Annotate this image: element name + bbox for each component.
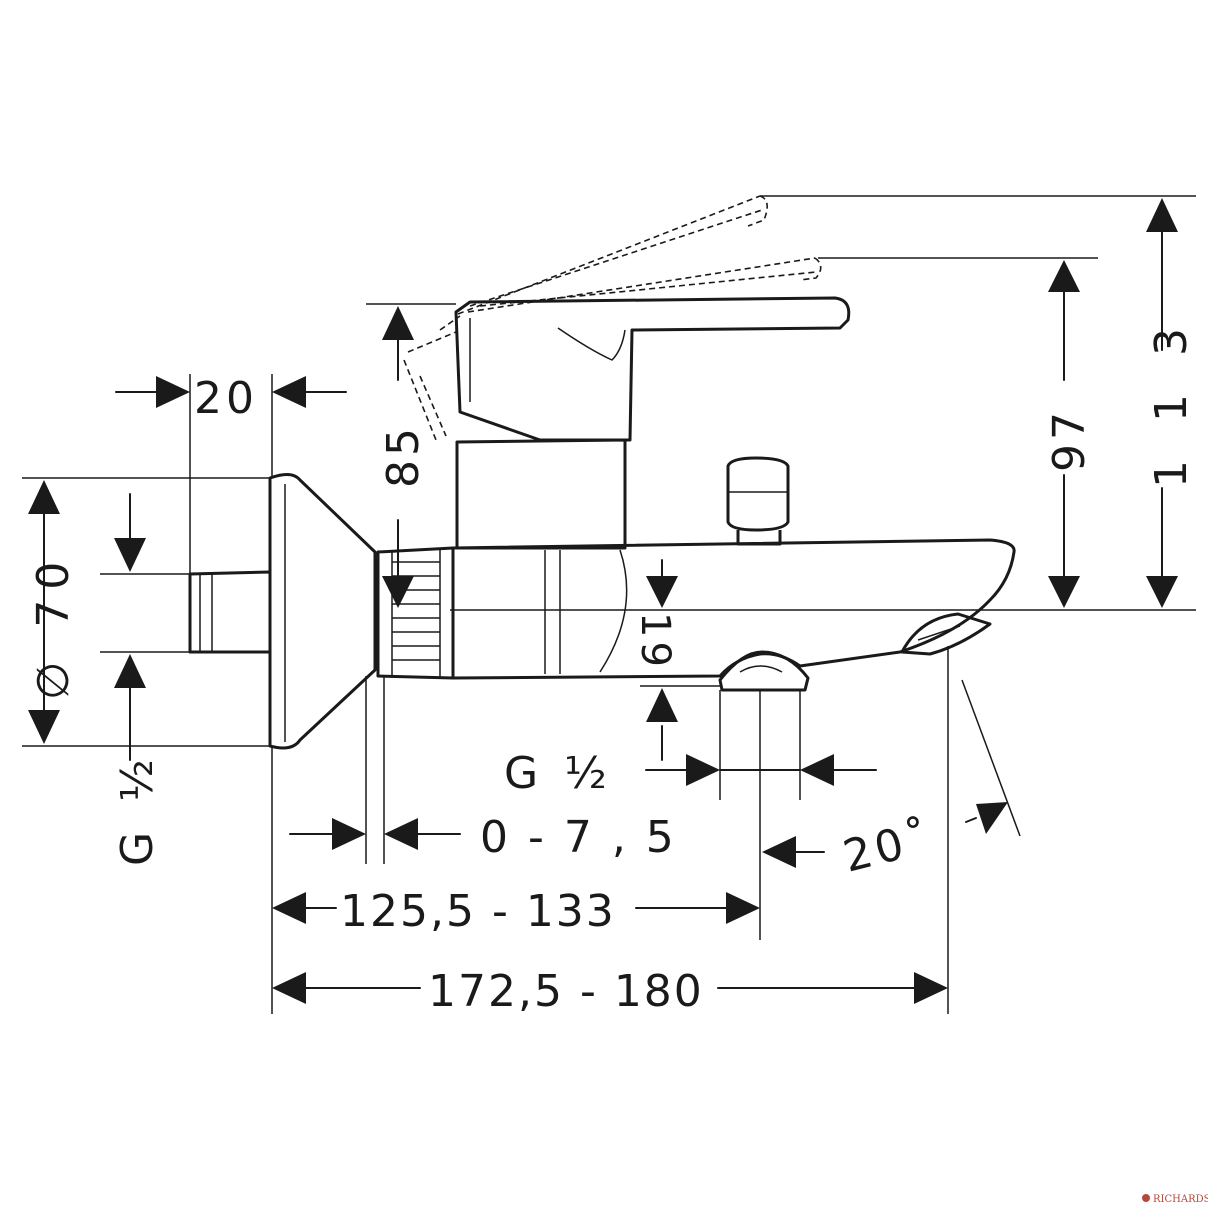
dim-85: 85 <box>378 424 429 488</box>
dimension-arrows <box>28 198 1178 1004</box>
dimension-lines <box>22 195 1196 1014</box>
dimension-labels: 20 85 97 1 1 3 ∅ 70 19 G ½ G ½ 0 - 7 , 5… <box>28 316 1197 1017</box>
logo-text: RICHARDSON <box>1153 1194 1208 1205</box>
dim-range-125-133: 125,5 - 133 <box>340 886 616 937</box>
dim-97: 97 <box>1044 408 1095 472</box>
richardson-logo: RICHARDSON <box>1142 1194 1208 1205</box>
dim-diameter-70: ∅ 70 <box>28 552 79 700</box>
dim-20: 20 <box>194 373 258 424</box>
lever-positions-dashed <box>403 195 822 441</box>
dim-113: 1 1 3 <box>1146 316 1197 488</box>
dim-g-half-right: G ½ <box>504 748 613 799</box>
dim-range-0-75: 0 - 7 , 5 <box>480 812 677 863</box>
dim-angle-20: 20˚ <box>838 811 938 882</box>
dim-19: 19 <box>632 612 678 671</box>
faucet-outline <box>188 296 1016 750</box>
dim-range-1725-180: 172,5 - 180 <box>428 966 704 1017</box>
dim-g-half-left: G ½ <box>112 751 163 866</box>
